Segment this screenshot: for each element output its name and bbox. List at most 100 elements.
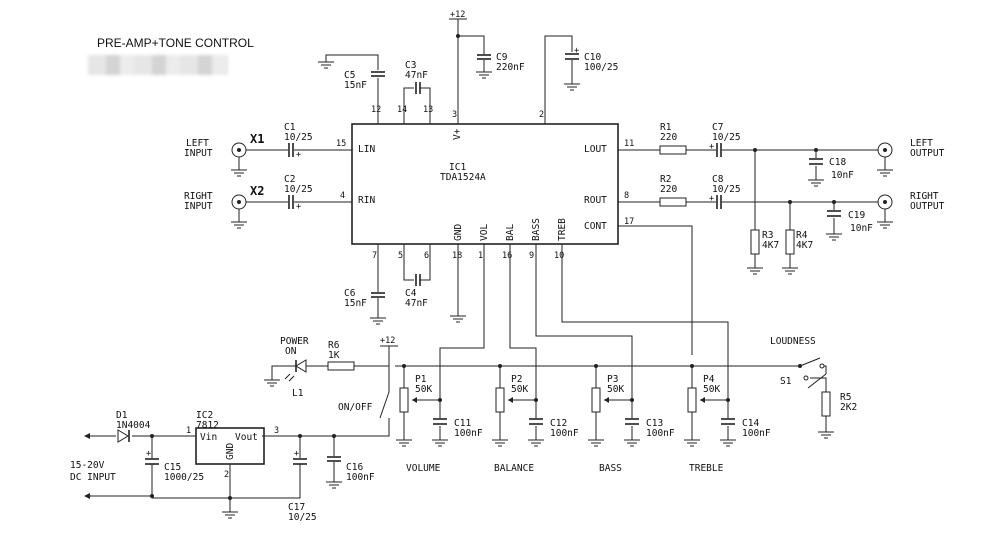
pin-number: 18 [452, 251, 462, 261]
pin-number: 12 [371, 105, 381, 115]
c8-polarity: + [709, 194, 714, 204]
c11-ref: C11 [454, 418, 471, 429]
c15-ref: C15 [164, 462, 181, 473]
r4-resistor [785, 229, 795, 255]
c5-ref: C5 [344, 70, 355, 81]
c7-ref: C7 [712, 122, 723, 133]
left-input-label: LEFT [186, 138, 209, 149]
pin-label-rin: RIN [358, 195, 375, 206]
pin-label-bal: BAL [505, 224, 516, 241]
r2-resistor [659, 197, 687, 207]
volume-label: VOLUME [406, 463, 441, 474]
r3-ref: R3 [762, 230, 773, 241]
c9-ref: C9 [496, 52, 508, 63]
c1-polarity: + [296, 150, 301, 160]
r3-resistor [750, 229, 760, 255]
pin-number: 5 [398, 251, 403, 261]
led-icon [295, 359, 307, 373]
c17-value: 10/25 [288, 512, 317, 523]
c13-value: 100nF [646, 428, 675, 439]
s1-ref: S1 [780, 376, 792, 387]
c6-value: 15nF [344, 298, 367, 309]
pin-number: 15 [336, 139, 346, 149]
d1-diode [117, 429, 129, 443]
p3-potentiometer [591, 387, 601, 413]
d1-part: 1N4004 [116, 420, 151, 431]
pin-number: 16 [502, 251, 512, 261]
ic2-vout: Vout [235, 432, 258, 443]
right-output-connector [877, 194, 893, 210]
pin-label-vplus: V+ [452, 128, 463, 140]
c16-value: 100nF [346, 472, 375, 483]
r6-ref: R6 [328, 340, 340, 351]
left-output-label2: OUTPUT [910, 148, 945, 159]
left-output-label: LEFT [910, 138, 933, 149]
r2-value: 220 [660, 184, 677, 195]
supply-label: +12 [450, 10, 465, 20]
top-pin-wiring [325, 35, 573, 124]
c7-value: 10/25 [712, 132, 741, 143]
r4-value: 4K7 [796, 240, 813, 251]
pin-number: 6 [424, 251, 429, 261]
c2-ref: C2 [284, 174, 295, 185]
pin-label-gnd: GND [453, 224, 464, 241]
c1-value: 10/25 [284, 132, 313, 143]
ic1-ref: IC1 [449, 162, 466, 173]
right-input-label: RIGHT [184, 191, 213, 202]
c8-ref: C8 [712, 174, 724, 185]
r5-ref: R5 [840, 392, 851, 403]
ic1-body [351, 123, 619, 245]
bass-label: BASS [599, 463, 622, 474]
treble-label: TREBLE [689, 463, 724, 474]
ic2-pin3: 3 [274, 426, 279, 436]
c8-value: 10/25 [712, 184, 741, 195]
r1-ref: R1 [660, 122, 672, 133]
r5-resistor [821, 391, 831, 417]
c3-value: 47nF [405, 70, 428, 81]
ic2-vin: Vin [200, 432, 217, 443]
right-input-label2: INPUT [184, 201, 213, 212]
pin-number: 7 [372, 251, 377, 261]
c3-ref: C3 [405, 60, 416, 71]
p2-value: 50K [511, 384, 528, 395]
pin-number: 3 [452, 110, 457, 120]
p4-potentiometer [687, 387, 697, 413]
pin-label-lin: LIN [358, 144, 375, 155]
pin-number: 13 [423, 105, 433, 115]
r6-value: 1K [328, 350, 340, 361]
p3-value: 50K [607, 384, 624, 395]
c10-ref: C10 [584, 52, 601, 63]
c9-value: 220nF [496, 62, 525, 73]
ic2-gnd: GND [225, 443, 236, 460]
ic2-pin1: 1 [186, 426, 191, 436]
p2-potentiometer [495, 387, 505, 413]
balance-label: BALANCE [494, 463, 534, 474]
pin-number: 1 [478, 251, 483, 261]
c19-value: 10nF [850, 223, 873, 234]
pin-number: 9 [529, 251, 534, 261]
c4-value: 47nF [405, 298, 428, 309]
left-output-connector [877, 142, 893, 158]
c15-value: 1000/25 [164, 472, 204, 483]
c15-polarity: + [146, 449, 151, 459]
ic2-ref: IC2 [196, 410, 213, 421]
pin-label-vol: VOL [479, 224, 490, 241]
c18-ref: C18 [829, 157, 846, 168]
ic2-part: 7812 [196, 420, 219, 431]
c2-value: 10/25 [284, 184, 313, 195]
dc-input-voltage: 15-20V [70, 460, 105, 471]
c14-value: 100nF [742, 428, 771, 439]
p1-ref: P1 [415, 374, 427, 385]
schematic-title: PRE-AMP+TONE CONTROL [97, 36, 254, 50]
pin-number: 8 [624, 191, 629, 201]
ic1-part: TDA1524A [440, 172, 486, 183]
c6-ref: C6 [344, 288, 356, 299]
pin-number: 2 [539, 110, 544, 120]
right-output-label2: OUTPUT [910, 201, 945, 212]
right-output-label: RIGHT [910, 191, 939, 202]
r1-resistor [659, 145, 687, 155]
r2-ref: R2 [660, 174, 671, 185]
loudness-label: LOUDNESS [770, 336, 816, 347]
